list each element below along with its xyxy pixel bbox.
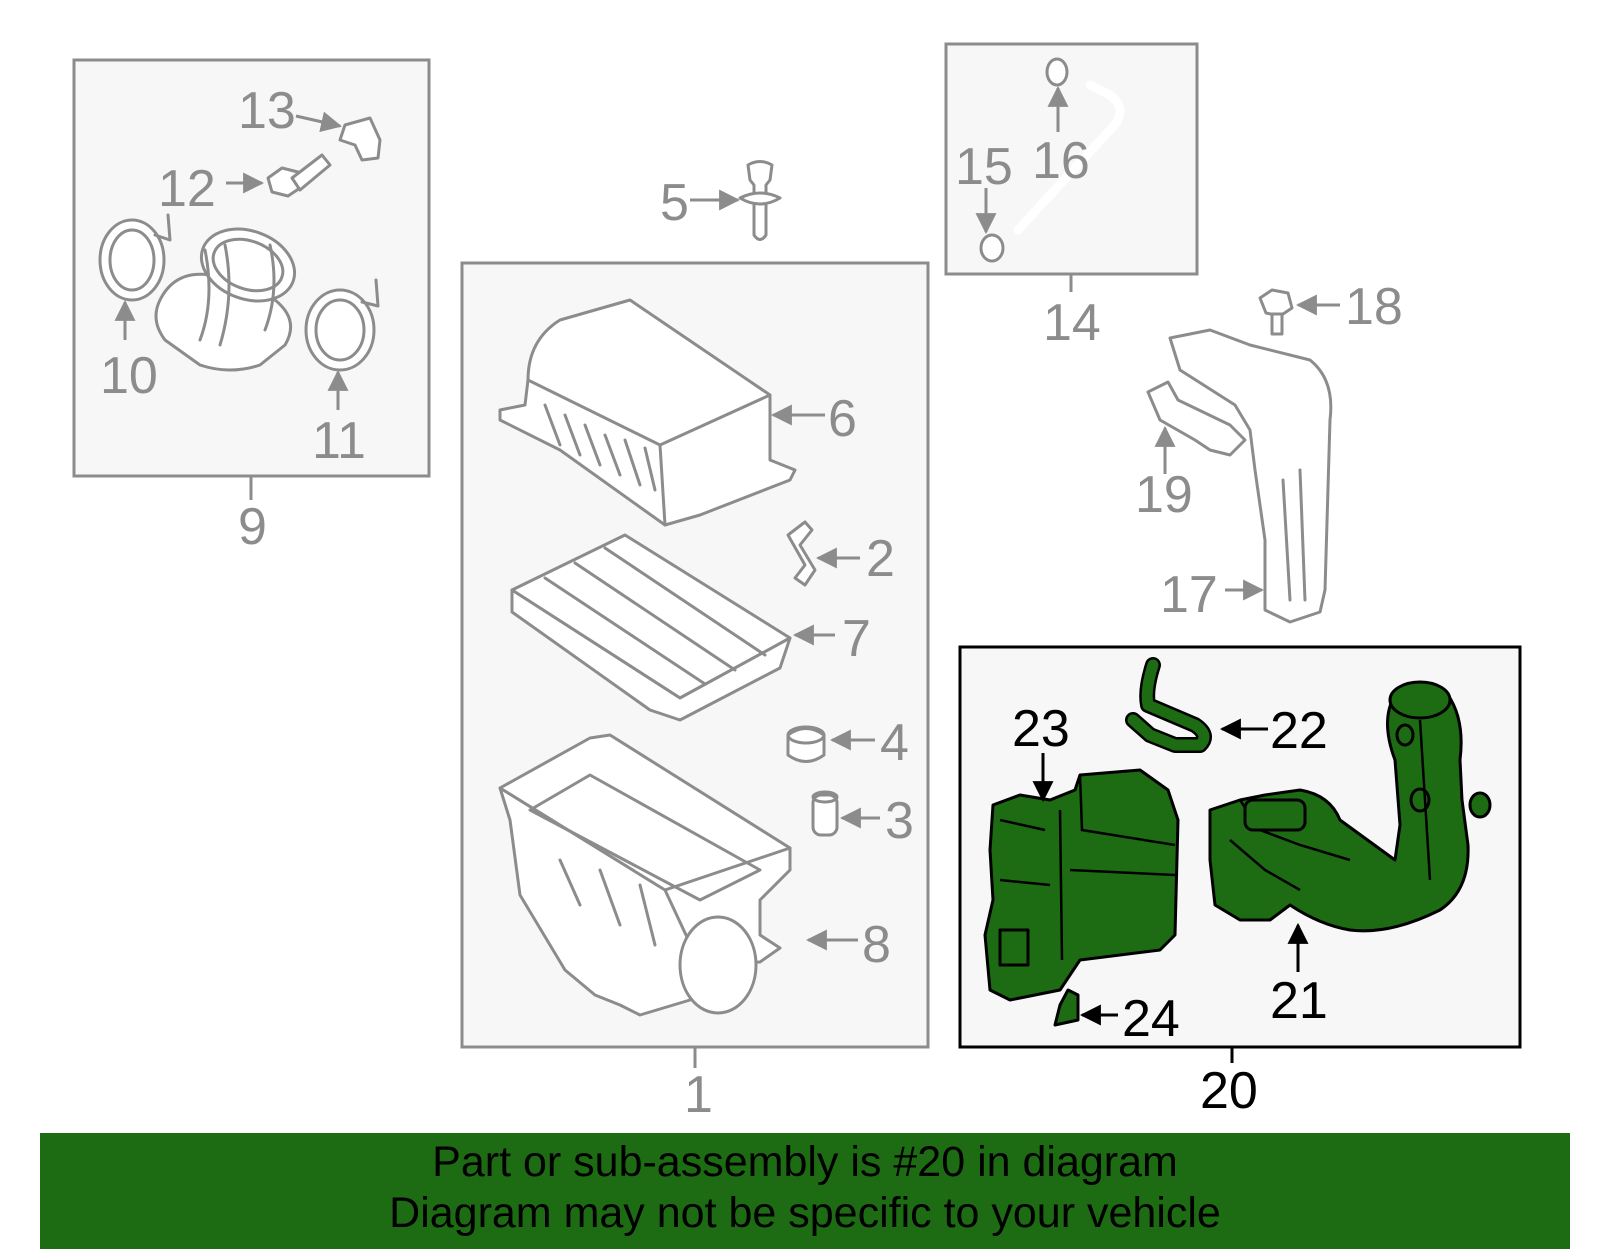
- intake-hose-icon: [154, 227, 297, 372]
- part-label-5: 5: [660, 174, 689, 232]
- part-label-21: 21: [1270, 972, 1328, 1030]
- part-label-2: 2: [866, 530, 895, 588]
- notice-banner: Part or sub-assembly is #20 in diagram D…: [40, 1133, 1570, 1249]
- intake-duct-17-icon: [1146, 328, 1333, 624]
- part-label-19: 19: [1135, 466, 1193, 524]
- part-label-6: 6: [828, 390, 857, 448]
- bolt-18-icon: [1258, 288, 1294, 336]
- part-label-24: 24: [1122, 990, 1180, 1048]
- air-filter-7-icon: [510, 533, 792, 722]
- part-label-3: 3: [885, 792, 914, 850]
- part-label-10: 10: [100, 347, 158, 405]
- hose-clamp-10-icon: [98, 213, 172, 302]
- bushing-3-icon: [811, 790, 839, 837]
- clamp-16-icon: [1045, 57, 1069, 87]
- notice-line-1: Part or sub-assembly is #20 in diagram: [432, 1138, 1178, 1186]
- part-label-1: 1: [684, 1066, 713, 1124]
- part-label-16: 16: [1032, 132, 1090, 190]
- part-label-18: 18: [1345, 278, 1403, 336]
- part-label-13: 13: [238, 82, 296, 140]
- part-label-17: 17: [1160, 566, 1218, 624]
- grommet-4-icon: [786, 725, 826, 763]
- clip-13-icon: [338, 116, 382, 162]
- air-cleaner-body-8-icon: [498, 733, 792, 1017]
- part-label-20: 20: [1200, 1062, 1258, 1120]
- part-label-15: 15: [955, 138, 1013, 196]
- clamp-15-icon: [979, 233, 1005, 263]
- clip-24-icon: [1053, 988, 1080, 1027]
- part-label-9: 9: [238, 498, 267, 556]
- bolt-12-icon: [266, 153, 332, 198]
- part-label-23: 23: [1012, 700, 1070, 758]
- resonator-23-icon: [983, 768, 1180, 1002]
- air-cleaner-cover-6-icon: [498, 298, 797, 527]
- hose-clamp-11-icon: [304, 278, 380, 372]
- hose-22-icon: [1125, 657, 1212, 753]
- clip-2-icon: [786, 520, 817, 587]
- part-label-7: 7: [842, 610, 871, 668]
- notice-line-2: Diagram may not be specific to your vehi…: [389, 1189, 1221, 1237]
- part-label-11: 11: [312, 412, 366, 470]
- part-label-22: 22: [1270, 702, 1328, 760]
- air-duct-21-icon: [1208, 680, 1492, 933]
- part-label-8: 8: [862, 916, 891, 974]
- bolt-5-icon: [738, 160, 782, 241]
- breather-hose-icon: [1013, 80, 1125, 235]
- part-label-14: 14: [1043, 294, 1101, 352]
- part-label-4: 4: [880, 714, 909, 772]
- part-label-12: 12: [158, 160, 216, 218]
